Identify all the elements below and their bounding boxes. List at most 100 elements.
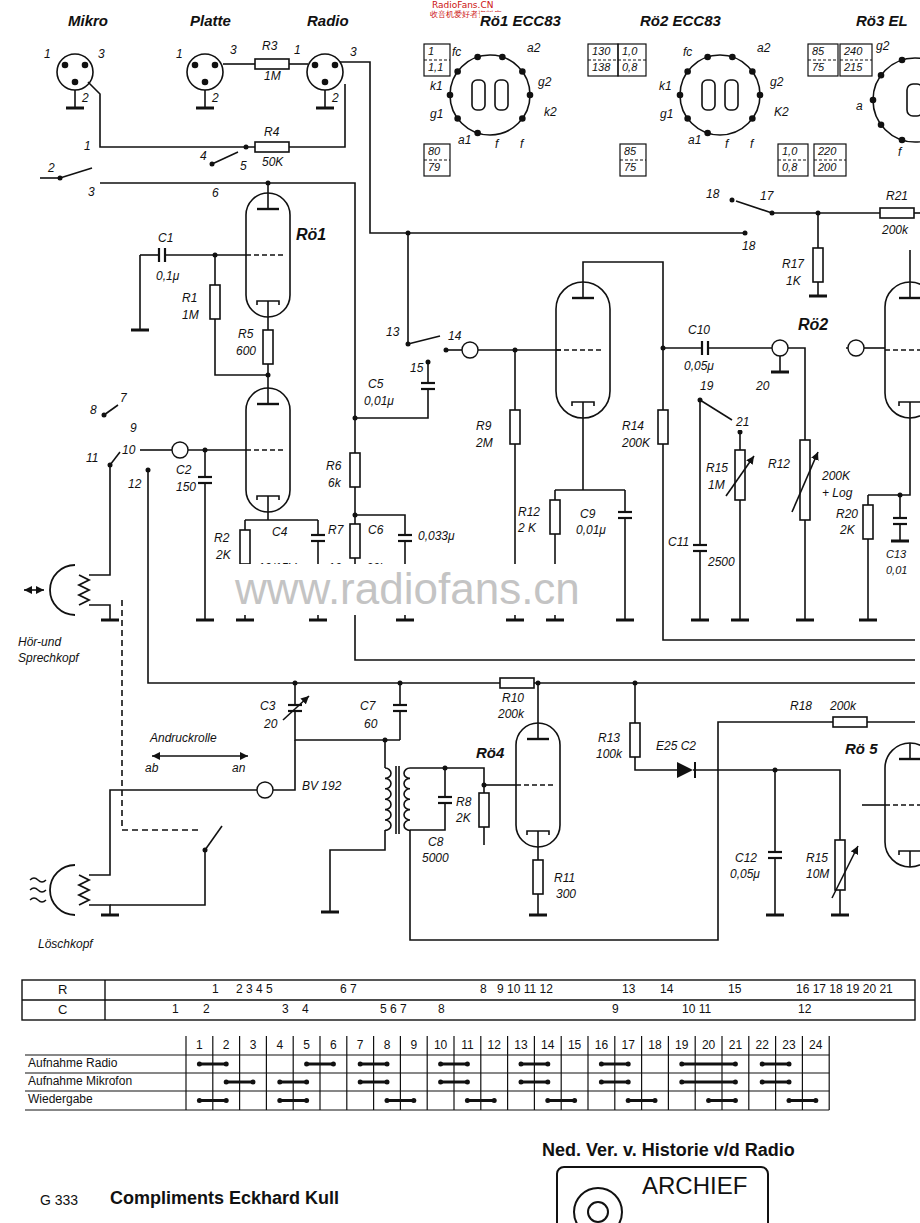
wire (699, 551, 701, 620)
ground-symbol (131, 329, 149, 332)
capacitor-symbol (398, 535, 412, 541)
wire (663, 347, 702, 349)
junction-dot (465, 1080, 470, 1085)
wire (788, 348, 805, 440)
table-cell: 5 (303, 1039, 310, 1053)
component-label: K2 (774, 106, 789, 120)
component-label: R4 (264, 126, 279, 140)
component-label: Rö3 EL (856, 12, 908, 29)
wire (289, 63, 308, 65)
component-label: R3 (262, 40, 277, 54)
wire (410, 803, 445, 830)
table-cell: 9 (410, 1039, 417, 1053)
wire (140, 254, 159, 256)
component-label: 60 (364, 718, 377, 732)
component-label: Rö1 ECC83 (480, 12, 561, 29)
table-cell: 23 (782, 1039, 795, 1053)
wire (100, 183, 355, 453)
component-label: a (856, 100, 863, 114)
component-label: R10 (502, 692, 524, 706)
switch-bar (762, 1063, 789, 1066)
resistor-symbol (510, 410, 520, 444)
component-label: a2 (757, 42, 770, 56)
component-label: C13 (886, 548, 906, 561)
table-cell: 12 (798, 1003, 811, 1017)
tube-symbol (885, 282, 920, 418)
wire (204, 90, 206, 108)
wire (537, 894, 539, 915)
table-cell: 10 (434, 1039, 447, 1053)
component-label: R11 (554, 872, 575, 886)
table-cell: 6 (330, 1039, 337, 1053)
ground-symbol (529, 914, 547, 917)
wire (867, 539, 869, 620)
junction-dot (224, 1080, 229, 1085)
switch-bar (199, 1099, 226, 1102)
component-label: 1,1 (428, 61, 443, 74)
junction-dot (626, 1098, 631, 1103)
table-cell: 2 (223, 1039, 230, 1053)
resistor-symbol (479, 793, 489, 827)
component-label: 0,033μ (418, 530, 455, 544)
resistor-symbol (210, 285, 220, 319)
ground-symbol (316, 107, 334, 110)
value-box (424, 144, 450, 176)
component-label: 12 (128, 478, 141, 492)
ground-symbol (891, 540, 909, 543)
component-label: g2 (876, 40, 889, 54)
component-label: 2K (216, 549, 231, 563)
value-box (588, 44, 618, 76)
component-label: f (520, 138, 523, 152)
table-cell: 12 (488, 1039, 501, 1053)
component-label: R2 (214, 532, 229, 546)
component-label: 6 (212, 187, 219, 201)
ground-symbol (101, 914, 119, 917)
table-cell: 1 (196, 1039, 203, 1053)
component-label: 20 (756, 380, 769, 394)
transformer-symbol (385, 766, 410, 834)
component-label: k2 (544, 106, 557, 120)
ground-symbol (616, 619, 634, 622)
switch-bar (628, 1099, 655, 1102)
wire (205, 826, 222, 850)
wire (774, 770, 776, 852)
wire (832, 846, 858, 898)
wire (267, 317, 269, 330)
watermark: RadioFans.CN (432, 0, 493, 10)
wire (700, 400, 732, 420)
table-cell: 13 (514, 1039, 527, 1053)
table-cell: 15 (568, 1039, 581, 1053)
component-label: f (750, 138, 753, 152)
ground-symbol (809, 295, 827, 298)
table-cell: 3 (250, 1039, 257, 1053)
wire (330, 830, 385, 912)
capacitor-symbol (768, 852, 782, 858)
component-label: g2 (770, 76, 783, 90)
component-label: R12 (518, 506, 540, 520)
wire (204, 450, 206, 477)
wire (294, 683, 296, 705)
watermark: www.radiofans.cn (235, 564, 580, 615)
component-label: 85 (812, 45, 824, 58)
switch-bar (682, 1081, 736, 1084)
wire (772, 212, 880, 214)
wire (537, 847, 539, 860)
erase-field-symbol (30, 878, 46, 902)
component-label: Sprechkopf (18, 652, 79, 666)
capacitor-symbol (702, 341, 708, 355)
component-label: Platte (190, 12, 231, 29)
table-cell: 8 (438, 1003, 445, 1017)
wire (862, 804, 885, 806)
switch-bar (226, 1081, 253, 1084)
switch-bar (601, 1063, 628, 1066)
component-label: Mikro (68, 12, 108, 29)
table-cell: 2 (203, 1003, 210, 1017)
wire (354, 487, 356, 524)
component-label: 1 (44, 48, 51, 62)
wire (634, 683, 636, 723)
component-label: 3 (350, 46, 357, 60)
ground-symbol (101, 619, 119, 622)
junction-dot (760, 1080, 765, 1085)
wire (446, 349, 462, 351)
value-box (620, 144, 646, 176)
